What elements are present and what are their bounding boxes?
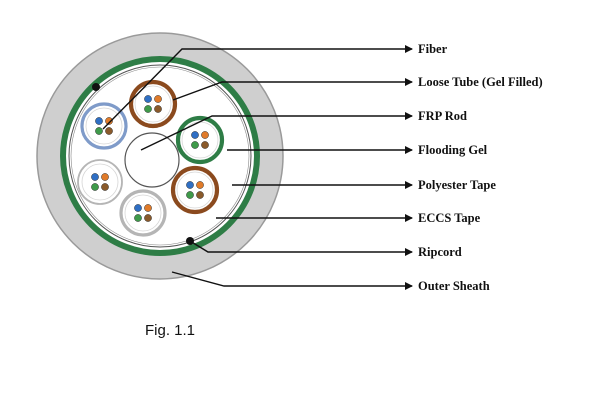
frp-rod (124, 132, 180, 188)
leader-outer-sheath (171, 271, 413, 290)
fiber-strand (144, 95, 152, 103)
fiber-strand (201, 141, 209, 149)
fiber-strand (196, 181, 204, 189)
loose-tube-gel (134, 85, 172, 123)
ripcord-top (92, 83, 100, 91)
fiber-strand (134, 214, 142, 222)
loose-tube-blue (80, 102, 128, 150)
fiber-strand (154, 105, 162, 113)
fiber-strand (201, 131, 209, 139)
loose-tube-gel (85, 107, 123, 145)
fiber-strand (186, 181, 194, 189)
fiber-strand (186, 191, 194, 199)
fiber-strand (144, 105, 152, 113)
fiber-strand (105, 127, 113, 135)
fiber-strand (144, 204, 152, 212)
fiber-strand (101, 183, 109, 191)
label-flooding-gel: Flooding Gel (418, 143, 488, 157)
fiber-strand (196, 191, 204, 199)
leader-fiber (102, 45, 413, 130)
loose-tube-brown-top (128, 79, 178, 129)
fiber-strand (144, 214, 152, 222)
fiber-strand (95, 127, 103, 135)
loose-tube-gray-bottom (119, 189, 167, 237)
loose-tube-green (175, 115, 225, 165)
fiber-strand (105, 117, 113, 125)
fiber-strand (191, 141, 199, 149)
fiber-strand (191, 131, 199, 139)
label-ripcord: Ripcord (418, 245, 462, 259)
label-polyester-tape: Polyester Tape (418, 178, 496, 192)
leader-frp-rod (140, 112, 413, 151)
loose-tube-gel (176, 171, 214, 209)
fiber-strand (91, 183, 99, 191)
leader-ripcord (189, 240, 413, 256)
figure-caption: Fig. 1.1 (145, 322, 196, 339)
loose-tube-gel (81, 163, 119, 201)
loose-tubes (77, 79, 225, 237)
loose-tube-gel (124, 194, 162, 232)
loose-tube-gray-left (77, 159, 123, 205)
fiber-strand (91, 173, 99, 181)
leader-loose-tube (172, 78, 413, 101)
label-frp-rod: FRP Rod (418, 109, 467, 123)
label-loose-tube: Loose Tube (Gel Filled) (418, 75, 543, 89)
label-eccs-tape: ECCS Tape (418, 211, 481, 225)
leader-lines (102, 45, 413, 290)
loose-tube-brown-right (170, 165, 220, 215)
fiber-strand (101, 173, 109, 181)
fiber-strand (134, 204, 142, 212)
fiber-strand (154, 95, 162, 103)
fiber-strand (95, 117, 103, 125)
label-fiber: Fiber (418, 42, 448, 56)
label-outer-sheath: Outer Sheath (418, 279, 490, 293)
